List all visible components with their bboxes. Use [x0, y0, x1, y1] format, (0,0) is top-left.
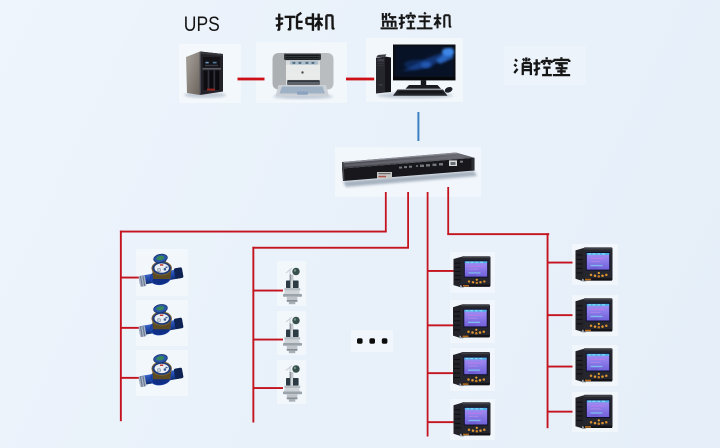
svg-text:UPS: UPS — [184, 12, 220, 36]
